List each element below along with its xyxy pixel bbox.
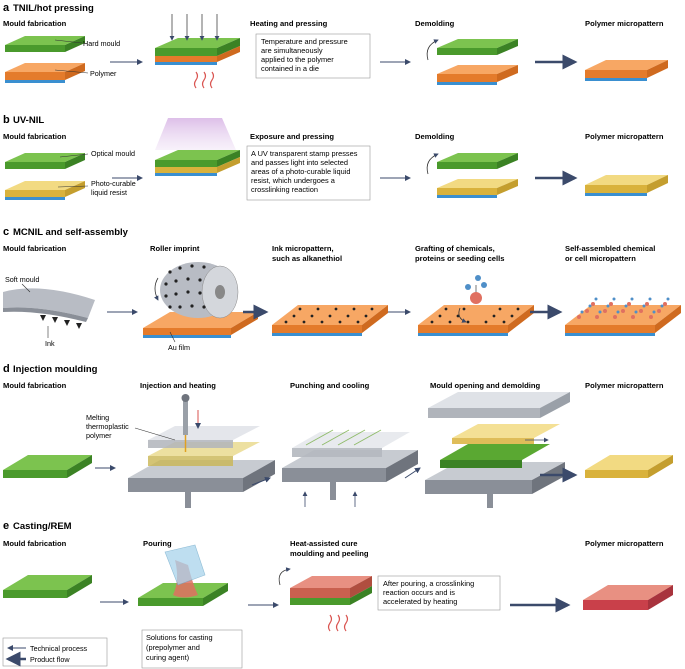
a-step-2: Heating and pressing <box>250 19 328 28</box>
section-b-letter: b <box>3 114 10 126</box>
section-c-letter: c <box>3 226 9 238</box>
c-step-5: Self-assembled chemical or cell micropat… <box>565 244 657 263</box>
c-step-2: Roller imprint <box>150 244 200 253</box>
solutions-box <box>141 629 243 669</box>
punching-cooling <box>282 429 418 507</box>
mould-opening <box>425 392 570 508</box>
polymer-micropattern-e <box>583 585 673 610</box>
d-step-2: Injection and heating <box>140 381 216 390</box>
e-note-box <box>377 575 501 611</box>
label-ink: Ink <box>45 339 55 348</box>
a-note: Temperature and pressure are simultaneou… <box>261 37 350 73</box>
optical-mould <box>5 153 85 169</box>
d-step-4: Mould opening and demolding <box>430 381 540 390</box>
e-step-4: Polymer micropattern <box>585 539 664 548</box>
label-soft-mould: Soft mould <box>5 275 39 284</box>
hard-mould <box>5 36 85 52</box>
pouring <box>138 544 228 606</box>
a-step-1: Mould fabrication <box>3 19 67 28</box>
d-step-5: Polymer micropattern <box>585 381 664 390</box>
injection-mould-fab <box>3 455 92 478</box>
b-note: A UV transparent stamp presses and passe… <box>251 149 359 194</box>
section-d-title: Injection moulding <box>13 364 98 375</box>
heat-cure <box>278 567 372 605</box>
c-step-1: Mould fabrication <box>3 244 67 253</box>
label-hard-mould: Hard mould <box>83 39 120 48</box>
ink-micropattern <box>272 305 388 336</box>
uv-stamp-assembly <box>155 118 240 176</box>
section-b-title: UV-NIL <box>13 115 44 126</box>
section-e-letter: e <box>3 520 9 532</box>
section-a-title: TNIL/hot pressing <box>13 3 94 14</box>
a-step-3: Demolding <box>415 19 455 28</box>
photo-curable-resist <box>5 181 85 200</box>
polymer-micropattern-d <box>585 455 673 478</box>
label-melting-polymer: Melting thermoplastic polymer <box>86 413 131 440</box>
b-note-box <box>246 145 371 201</box>
c-step-3: Ink micropattern, such as alkanethiol <box>272 244 342 263</box>
d-step-3: Punching and cooling <box>290 381 370 390</box>
d-step-1: Mould fabrication <box>3 381 67 390</box>
soft-mould <box>3 288 95 329</box>
section-d-letter: d <box>3 363 10 375</box>
heating-press-assembly <box>155 38 240 65</box>
b-step-3: Demolding <box>415 132 455 141</box>
heat-icon-e <box>327 614 349 632</box>
e-step-3: Heat-assisted cure moulding and peeling <box>290 539 369 558</box>
demolding-a <box>426 39 518 85</box>
legend-technical: Technical process <box>30 644 88 653</box>
section-a-letter: a <box>3 2 10 14</box>
pressure-arrows <box>169 14 220 41</box>
b-step-4: Polymer micropattern <box>585 132 664 141</box>
section-e-title: Casting/REM <box>13 521 72 532</box>
label-au-film: Au film <box>168 343 190 352</box>
e-step-1: Mould fabrication <box>3 539 67 548</box>
heat-icon <box>193 71 215 89</box>
a-step-4: Polymer micropattern <box>585 19 664 28</box>
injection-heating <box>128 394 275 508</box>
e-note: After pouring, a crosslinking reaction o… <box>383 579 476 606</box>
a-note-box <box>255 33 371 79</box>
roller-imprint <box>143 262 258 338</box>
polymer-micropattern-b <box>585 175 668 196</box>
self-assembled-pattern <box>565 297 681 336</box>
c-step-4: Grafting of chemicals, proteins or seedi… <box>415 244 504 263</box>
label-resist: Photo-curable liquid resist <box>91 179 138 197</box>
section-c-title: MCNIL and self-assembly <box>13 227 129 238</box>
demolding-b <box>426 153 518 198</box>
b-step-2: Exposure and pressing <box>250 132 334 141</box>
polymer-sheet <box>5 63 85 83</box>
solutions-note: Solutions for casting (prepolymer and cu… <box>146 633 215 662</box>
label-polymer: Polymer <box>90 69 117 78</box>
e-step-2: Pouring <box>143 539 172 548</box>
grafting-surface <box>418 275 534 336</box>
label-optical-mould: Optical mould <box>91 149 135 158</box>
b-step-1: Mould fabrication <box>3 132 67 141</box>
casting-mould-fab <box>3 575 92 598</box>
polymer-micropattern-a <box>585 60 668 81</box>
legend-product: Product flow <box>30 655 70 664</box>
